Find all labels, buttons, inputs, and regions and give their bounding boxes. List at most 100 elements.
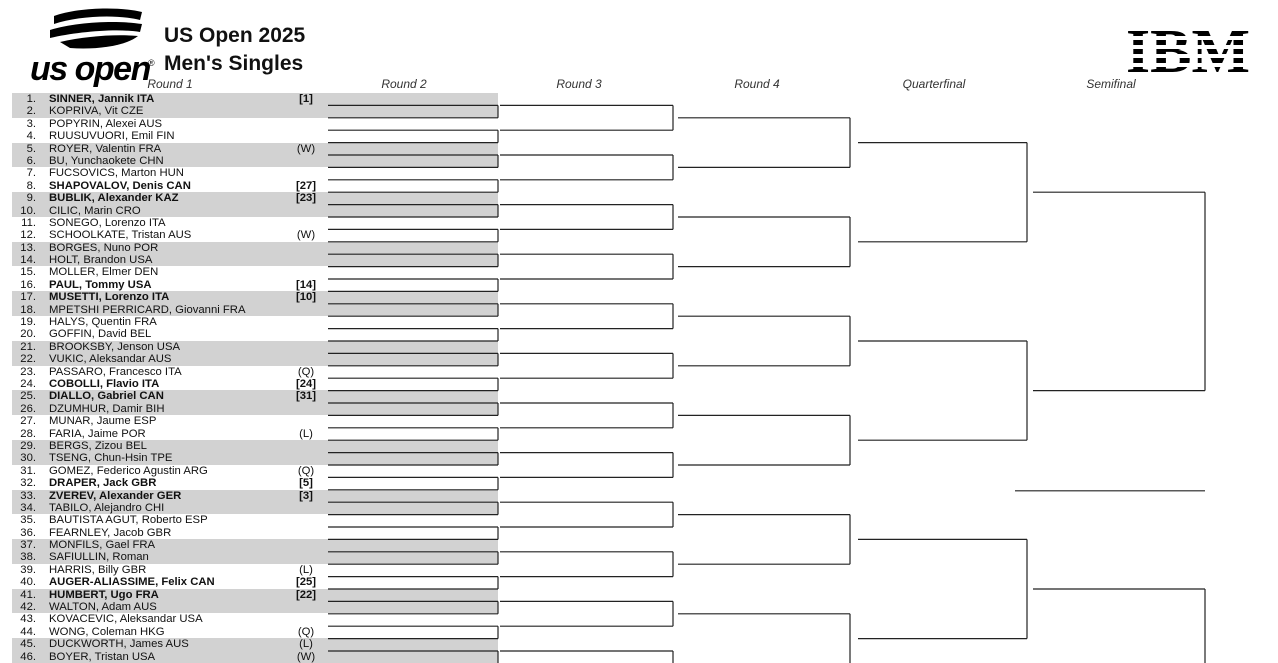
player-row: 38.SAFIULLIN, Roman (12, 551, 498, 564)
player-seed: [27] (295, 179, 317, 192)
player-row: 14. HOLT, Brandon USA (12, 254, 498, 267)
player-row: 17. MUSETTI, Lorenzo ITA [10] (12, 291, 498, 304)
player-row: 42.WALTON, Adam AUS (12, 601, 498, 614)
player-number: 18. (20, 303, 36, 316)
player-number: 25. (20, 390, 36, 403)
player-number: 38. (20, 551, 36, 564)
player-number: 16. (20, 278, 36, 291)
player-number: 13. (20, 241, 36, 254)
player-number: 45. (20, 638, 36, 651)
player-row: 27.MUNAR, Jaume ESP (12, 415, 498, 427)
player-name: MUSETTI, Lorenzo ITA (49, 291, 170, 304)
player-list: 1.SINNER, Jannik ITA[1]2.KOPRIVA, Vit CZ… (12, 93, 498, 663)
player-number: 24. (20, 377, 36, 390)
round-header-3: Round 3 (556, 77, 602, 91)
player-number: 43. (20, 613, 36, 626)
round-header-1: Round 1 (147, 77, 193, 91)
player-row: 23.PASSARO, Francesco ITA(Q) (12, 366, 498, 378)
player-name: BUBLIK, Alexander KAZ (49, 192, 179, 205)
player-seed: [25] (295, 576, 317, 589)
player-row: 28.FARIA, Jaime POR(L) (12, 428, 498, 440)
player-row: 3. POPYRIN, Alexei AUS (12, 118, 498, 130)
player-number: 35. (20, 514, 36, 527)
player-number: 42. (20, 601, 36, 614)
player-number: 3. (26, 117, 36, 130)
player-seed: (L) (299, 427, 313, 440)
player-number: 14. (20, 254, 36, 267)
player-row: 4.RUUSUVUORI, Emil FIN (12, 130, 498, 142)
player-row: 13. BORGES, Nuno POR (12, 241, 498, 255)
player-row: 6.BU, Yunchaokete CHN (12, 154, 498, 168)
player-number: 36. (20, 526, 36, 539)
round-header-quarterfinal: Quarterfinal (902, 77, 966, 91)
player-row: 21.BROOKSBY, Jenson USA (12, 340, 498, 354)
player-name: GOMEZ, Federico Agustin ARG (49, 464, 208, 477)
player-row: 16.PAUL, Tommy USA[14] (12, 279, 498, 291)
player-number: 22. (20, 353, 36, 366)
round-header-4: Round 4 (734, 77, 780, 91)
player-row: 5.ROYER, Valentin FRA(W) (12, 142, 498, 155)
player-row: 40.AUGER-ALIASSIME, Felix CAN[25] (12, 576, 498, 588)
player-row: 19.HALYS, Quentin FRA (12, 316, 498, 328)
player-row: 30.TSENG, Chun-Hsin TPE (12, 452, 498, 465)
player-seed: [5] (299, 477, 313, 490)
player-name: DRAPER, Jack GBR (49, 477, 157, 490)
player-name: HUMBERT, Ugo FRA (49, 588, 159, 601)
player-name: TABILO, Alejandro CHI (49, 501, 165, 514)
player-name: SHAPOVALOV, Denis CAN (49, 179, 191, 192)
player-name: BAUTISTA AGUT, Roberto ESP (49, 514, 208, 527)
player-row: 9.BUBLIK, Alexander KAZ[23] (12, 192, 498, 205)
player-name: SCHOOLKATE, Tristan AUS (49, 229, 192, 242)
logo-wordmark: us open (30, 50, 151, 88)
player-name: VUKIC, Aleksandar AUS (49, 353, 172, 366)
title-event: US Open 2025 (164, 24, 306, 47)
player-number: 10. (20, 204, 36, 217)
player-row: 7. FUCSOVICS, Marton HUN (12, 167, 498, 179)
player-number: 39. (20, 563, 36, 576)
player-row: 12.SCHOOLKATE, Tristan AUS(W) (12, 229, 498, 241)
player-row: 32. DRAPER, Jack GBR [5] (12, 477, 498, 489)
player-row: 33.ZVEREV, Alexander GER[3] (12, 489, 498, 502)
title-draw: Men's Singles (164, 52, 304, 75)
player-name: FUCSOVICS, Marton HUN (49, 167, 184, 180)
player-number: 37. (20, 539, 36, 552)
player-seed: [24] (295, 377, 317, 390)
player-name: HOLT, Brandon USA (49, 254, 153, 267)
player-number: 7. (26, 167, 36, 180)
player-name: KOPRIVA, Vit CZE (49, 105, 144, 118)
player-name: HARRIS, Billy GBR (49, 563, 147, 576)
player-number: 5. (26, 142, 36, 155)
player-name: BROOKSBY, Jenson USA (49, 340, 181, 353)
player-row: 46.BOYER, Tristan USA(W) (12, 650, 498, 663)
player-number: 17. (20, 291, 36, 304)
player-name: DUCKWORTH, James AUS (49, 638, 189, 651)
player-name: MOLLER, Elmer DEN (49, 266, 159, 279)
player-name: POPYRIN, Alexei AUS (49, 117, 163, 130)
player-name: ZVEREV, Alexander GER (49, 489, 182, 502)
player-number: 32. (20, 477, 36, 490)
player-row: 8.SHAPOVALOV, Denis CAN[27] (12, 180, 498, 192)
player-seed: (W) (296, 650, 316, 663)
player-number: 4. (26, 130, 36, 143)
player-name: AUGER-ALIASSIME, Felix CAN (49, 576, 215, 589)
player-name: MPETSHI PERRICARD, Giovanni FRA (49, 303, 246, 316)
player-seed: (Q) (297, 365, 315, 378)
player-name: PAUL, Tommy USA (49, 278, 152, 291)
player-seed: (L) (299, 563, 313, 576)
player-row: 2.KOPRIVA, Vit CZE (12, 105, 498, 118)
player-number: 33. (20, 489, 36, 502)
player-number: 6. (26, 154, 36, 167)
player-name: GOFFIN, David BEL (49, 328, 152, 341)
player-name: FEARNLEY, Jacob GBR (49, 526, 172, 539)
player-name: TSENG, Chun-Hsin TPE (49, 452, 173, 465)
player-seed: [31] (295, 390, 317, 403)
player-name: CILIC, Marin CRO (49, 204, 141, 217)
player-row: 29.BERGS, Zizou BEL (12, 439, 498, 453)
player-row: 24.COBOLLI, Flavio ITA[24] (12, 378, 498, 390)
player-number: 31. (20, 464, 36, 477)
player-number: 23. (20, 365, 36, 378)
player-name: BORGES, Nuno POR (49, 241, 159, 254)
player-seed: [1] (299, 93, 313, 105)
player-seed: [10] (295, 291, 317, 304)
